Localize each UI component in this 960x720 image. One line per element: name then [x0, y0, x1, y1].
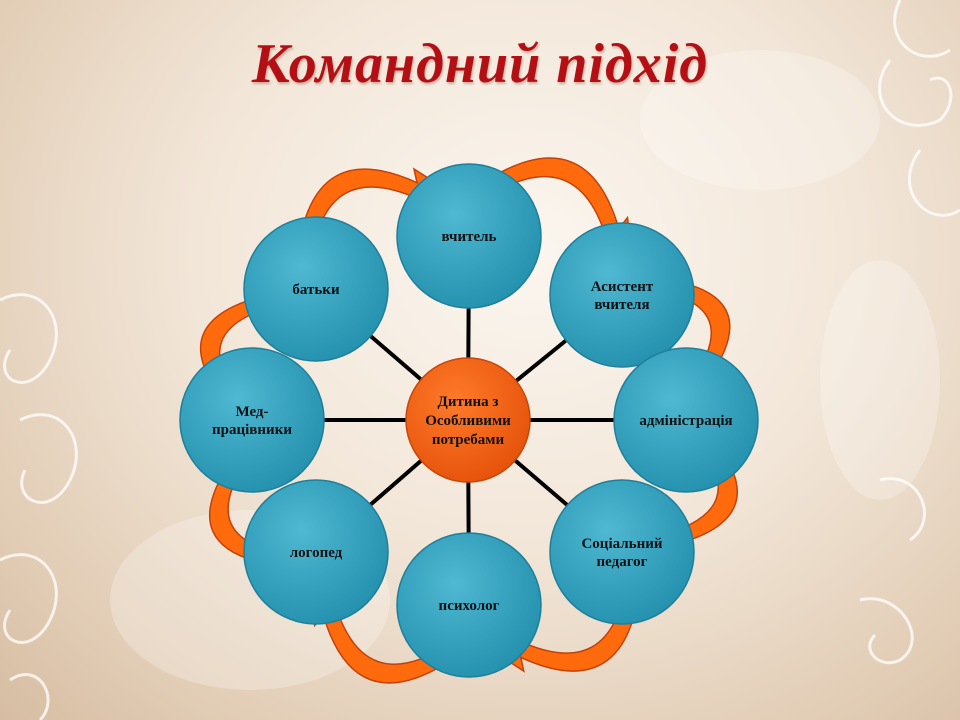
node-label-lohoped: логопед — [290, 545, 343, 561]
node-label-psykholoh: психолог — [439, 598, 500, 614]
node-sotsialnyi-pedahoh: Соціальний педагог — [549, 479, 695, 625]
connector-line-asystent — [514, 338, 568, 383]
node-label-batky: батьки — [292, 282, 340, 298]
node-circle-psykholoh — [396, 532, 542, 678]
connector-line-sotsialnyi-pedahoh — [513, 458, 569, 507]
node-circle-vchytel — [396, 163, 542, 309]
node-circle-sotsialnyi-pedahoh — [549, 479, 695, 625]
node-label-administratsiia: адміністрація — [639, 413, 732, 429]
center-label: потребами — [432, 432, 505, 448]
node-circle-med-pratsivnyky — [179, 347, 325, 493]
node-psykholoh: психолог — [396, 532, 542, 678]
node-batky: батьки — [243, 216, 389, 362]
node-label-med-pratsivnyky: Мед- — [235, 404, 268, 420]
node-label-med-pratsivnyky: працівники — [212, 422, 292, 438]
node-circle-asystent — [549, 222, 695, 368]
page-title: Командний підхід — [251, 33, 709, 95]
node-administratsiia: адміністрація — [613, 347, 759, 493]
center-label: Дитина з — [438, 394, 499, 410]
node-label-sotsialnyi-pedahoh: Соціальний — [581, 536, 662, 552]
center-label: Особливими — [425, 413, 511, 429]
node-med-pratsivnyky: Мед-працівники — [179, 347, 325, 493]
node-vchytel: вчитель — [396, 163, 542, 309]
node-lohoped: логопед — [243, 479, 389, 625]
node-label-vchytel: вчитель — [441, 229, 496, 245]
node-label-asystent: вчителя — [594, 297, 649, 313]
node-label-asystent: Асистент — [591, 279, 654, 295]
connector-lines — [324, 307, 614, 534]
node-label-sotsialnyi-pedahoh: педагог — [597, 554, 648, 570]
node-circle-lohoped — [243, 479, 389, 625]
curved-arrow-1 — [488, 157, 633, 255]
node-asystent: Асистент вчителя — [549, 222, 695, 368]
center-circle — [405, 357, 531, 483]
connector-line-lohoped — [369, 459, 423, 507]
center-node: Дитина з Особливими потребами — [405, 357, 531, 483]
node-circle-batky — [243, 216, 389, 362]
node-circle-administratsiia — [613, 347, 759, 493]
connector-line-batky — [369, 334, 423, 382]
